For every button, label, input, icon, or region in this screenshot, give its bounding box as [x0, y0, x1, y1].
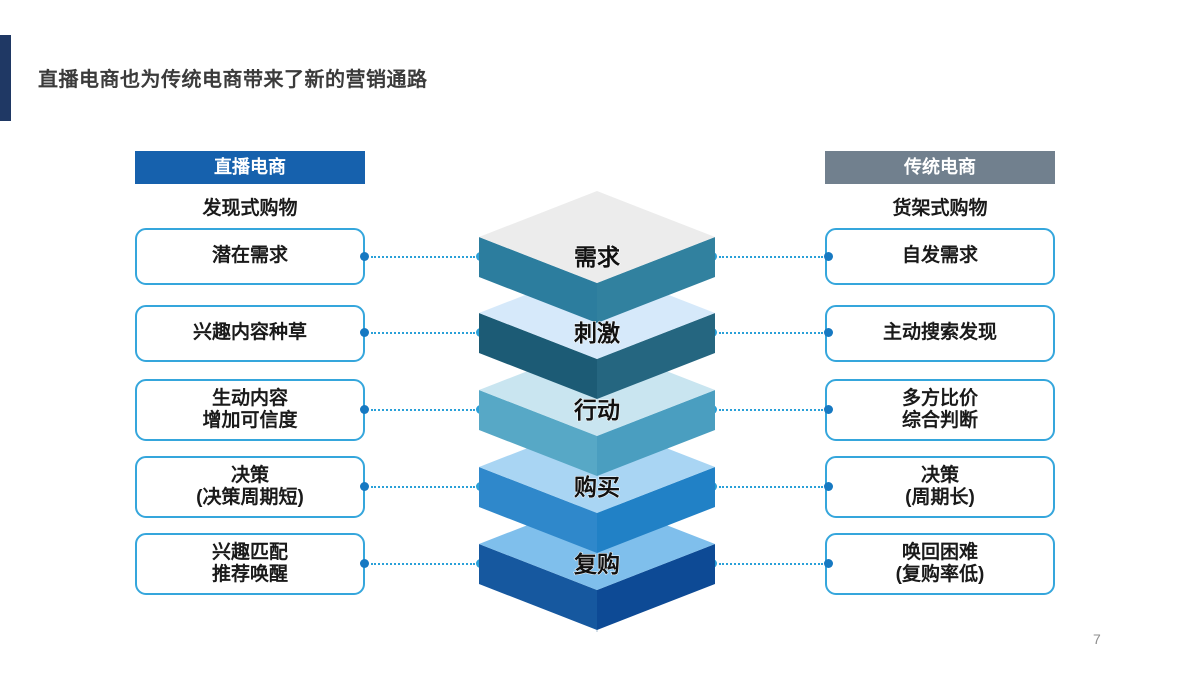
connector-dot [824, 328, 833, 337]
funnel-label-5: 复购 [573, 551, 620, 577]
connector-line [719, 332, 823, 334]
right-column-subtitle: 货架式购物 [892, 198, 988, 219]
left-column-subtitle: 发现式购物 [202, 198, 298, 219]
connector-line [719, 563, 823, 565]
left-item-1: 潜在需求 [135, 228, 365, 285]
connector-line [719, 409, 823, 411]
funnel-layer-2-right-face [597, 313, 715, 399]
left-item-4: 决策(决策周期短) [135, 456, 365, 518]
funnel-layer-1-right-face [597, 237, 715, 323]
funnel-diagram: 需求 刺激 行动 购买 复购 [479, 191, 715, 632]
left-item-3: 生动内容增加可信度 [135, 379, 365, 441]
funnel-layer-1-top-face [479, 191, 715, 283]
left-item-5: 兴趣匹配推荐唤醒 [135, 533, 365, 595]
right-item-4: 决策(周期长) [825, 456, 1055, 518]
left-item-2: 兴趣内容种草 [135, 305, 365, 362]
connector-dot [824, 252, 833, 261]
item-label-line: 推荐唤醒 [211, 564, 288, 585]
funnel-layer-4-left-face [479, 467, 597, 553]
funnel-label-4: 购买 [574, 474, 620, 500]
right-item-1: 自发需求 [825, 228, 1055, 285]
item-label-line: 唤回困难 [901, 541, 978, 563]
funnel-layer-3-right-face [597, 390, 715, 476]
funnel-label-3: 行动 [573, 397, 620, 423]
item-label-line: 综合判断 [901, 410, 978, 431]
funnel-layer-1 [479, 191, 715, 323]
item-label-line: 兴趣匹配 [211, 541, 288, 563]
item-label-line: 增加可信度 [202, 410, 298, 431]
connector-dot [360, 559, 369, 568]
funnel-layer-1-left-face [479, 237, 597, 323]
item-label-line: 决策 [920, 464, 959, 486]
funnel-layer-5-left-face [479, 544, 597, 630]
connector-line [371, 409, 475, 411]
connector-dot [824, 405, 833, 414]
item-label-line: 主动搜索发现 [882, 322, 997, 344]
connector-dot [360, 482, 369, 491]
connector-line [719, 256, 823, 258]
connector-dot [360, 405, 369, 414]
connector-line [371, 486, 475, 488]
item-label-line: 自发需求 [901, 245, 978, 267]
page-number: 7 [1093, 631, 1101, 647]
connector-line [371, 563, 475, 565]
right-item-5: 唤回困难(复购率低) [825, 533, 1055, 595]
item-label-line: 潜在需求 [211, 245, 288, 267]
connector-dot [360, 252, 369, 261]
funnel-layer-4-right-face [597, 467, 715, 553]
funnel-label-2: 刺激 [574, 320, 620, 346]
title-accent-bar [0, 35, 11, 121]
funnel-label-1: 需求 [574, 244, 620, 270]
item-label-line: (决策周期短) [196, 487, 304, 508]
item-label-line: 生动内容 [211, 387, 288, 409]
connector-line [371, 332, 475, 334]
left-column-header: 直播电商 [135, 151, 365, 184]
item-label-line: (复购率低) [895, 564, 985, 585]
item-label-line: 决策 [230, 464, 269, 486]
slide-title: 直播电商也为传统电商带来了新的营销通路 [38, 69, 428, 91]
item-label-line: 多方比价 [901, 387, 978, 409]
right-item-2: 主动搜索发现 [825, 305, 1055, 362]
funnel-layer-5-right-face [597, 544, 715, 630]
connector-line [371, 256, 475, 258]
funnel-layer-3-left-face [479, 390, 597, 476]
right-column-header: 传统电商 [825, 151, 1055, 184]
item-label-line: 兴趣内容种草 [192, 322, 307, 344]
connector-dot [824, 559, 833, 568]
connector-dot [360, 328, 369, 337]
connector-dot [824, 482, 833, 491]
right-item-3: 多方比价综合判断 [825, 379, 1055, 441]
connector-line [719, 486, 823, 488]
item-label-line: (周期长) [905, 487, 975, 508]
funnel-layer-2-left-face [479, 313, 597, 399]
